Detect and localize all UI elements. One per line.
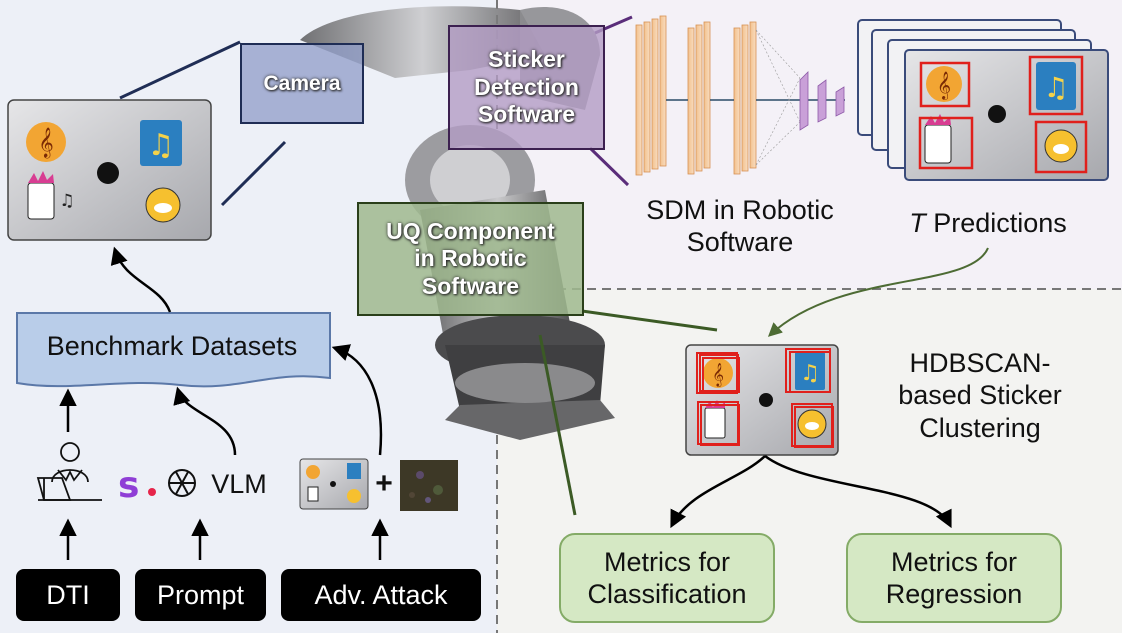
dti-button[interactable]: DTI [16,569,120,621]
hdbscan-line3: Clustering [919,412,1041,443]
sdm-label: SDM in Robotic Software [628,194,852,259]
sticker-detection-line3: Software [477,101,576,128]
svg-text:♫: ♫ [1043,71,1068,104]
svg-text:𝄞: 𝄞 [712,362,724,387]
dti-label: DTI [46,579,90,610]
camera-label: Camera [263,71,341,95]
prompt-button[interactable]: Prompt [135,569,266,621]
uq-line3: Software [421,272,520,299]
metrics-regression-box: Metrics for Regression [846,533,1062,623]
metrics-classification-box: Metrics for Classification [559,533,775,623]
clustered-laptop: 𝄞 ♫ [685,344,839,456]
robot-character-sticker-icon [27,182,55,220]
person-at-desk-icon [36,442,102,501]
metrics-classification-line2: Classification [587,579,747,609]
camera-box: Camera [240,43,364,124]
openai-logo-icon [168,469,196,497]
uq-line1: UQ Component [386,217,555,244]
uq-component-box: UQ Component in Robotic Software [357,202,584,316]
plus-sign: + [375,467,393,500]
predictions-text: Predictions [925,208,1067,238]
laptop-with-stickers: 𝄞 ♫ ♫ [7,99,212,241]
sticker-detection-line1: Sticker [488,46,565,73]
uq-line2: in Robotic [414,245,527,272]
prompt-label: Prompt [156,579,245,610]
arrow-clustering-to-classification [670,455,766,529]
t-variable: T [909,208,926,238]
svg-text:𝄞: 𝄞 [38,127,53,159]
adv-attack-label: Adv. Attack [314,579,448,610]
t-predictions-label: T Predictions [896,207,1080,239]
attack-laptop-icon [299,458,369,510]
metrics-classification-line1: Metrics for [603,546,730,577]
svg-text:𝄞: 𝄞 [937,71,951,100]
camera-line-top [119,40,241,100]
treble-clef-sticker-icon [26,122,66,162]
sdm-line2: Software [686,227,794,258]
adv-attack-button[interactable]: Adv. Attack [281,569,481,621]
benchmark-label: Benchmark Datasets [46,331,298,361]
camera-line-bottom [220,140,287,207]
sdm-line-bottom [588,146,630,187]
arrow-adv-to-benchmark [331,344,383,456]
sticker-detection-box: Sticker Detection Software [448,25,605,150]
prediction-stack: 𝄞 ♫ [857,19,1109,181]
hdbscan-label: HDBSCAN- based Sticker Clustering [880,347,1080,444]
uq-line-bottom [538,334,577,516]
s-logo: s [118,465,139,506]
benchmark-datasets-box [16,312,331,388]
s-logo-dot [148,488,156,496]
vlm-label: VLM [211,469,267,499]
metrics-regression-line1: Metrics for [890,546,1017,577]
sticker-detection-line2: Detection [474,73,579,100]
metrics-regression-line2: Regression [885,579,1023,609]
uq-line-top [581,309,718,332]
hdbscan-line1: HDBSCAN- [909,348,1051,378]
cnn-layers-icon [635,15,845,176]
svg-text:♫: ♫ [59,191,74,211]
arrow-vlm-to-benchmark [173,386,237,456]
svg-text:♫: ♫ [800,361,820,386]
music-note-sticker-icon [140,120,182,166]
svg-text:♫: ♫ [148,128,175,163]
arrow-benchmark-to-laptop [110,246,172,313]
arrow-predictions-to-clustering [767,247,989,337]
adversarial-noise-icon [400,460,458,511]
apple-logo-icon [97,162,119,184]
sdm-line1: SDM in Robotic [646,195,834,225]
arrow-clustering-to-regression [764,455,952,529]
hdbscan-line2: based Sticker [898,380,1062,411]
